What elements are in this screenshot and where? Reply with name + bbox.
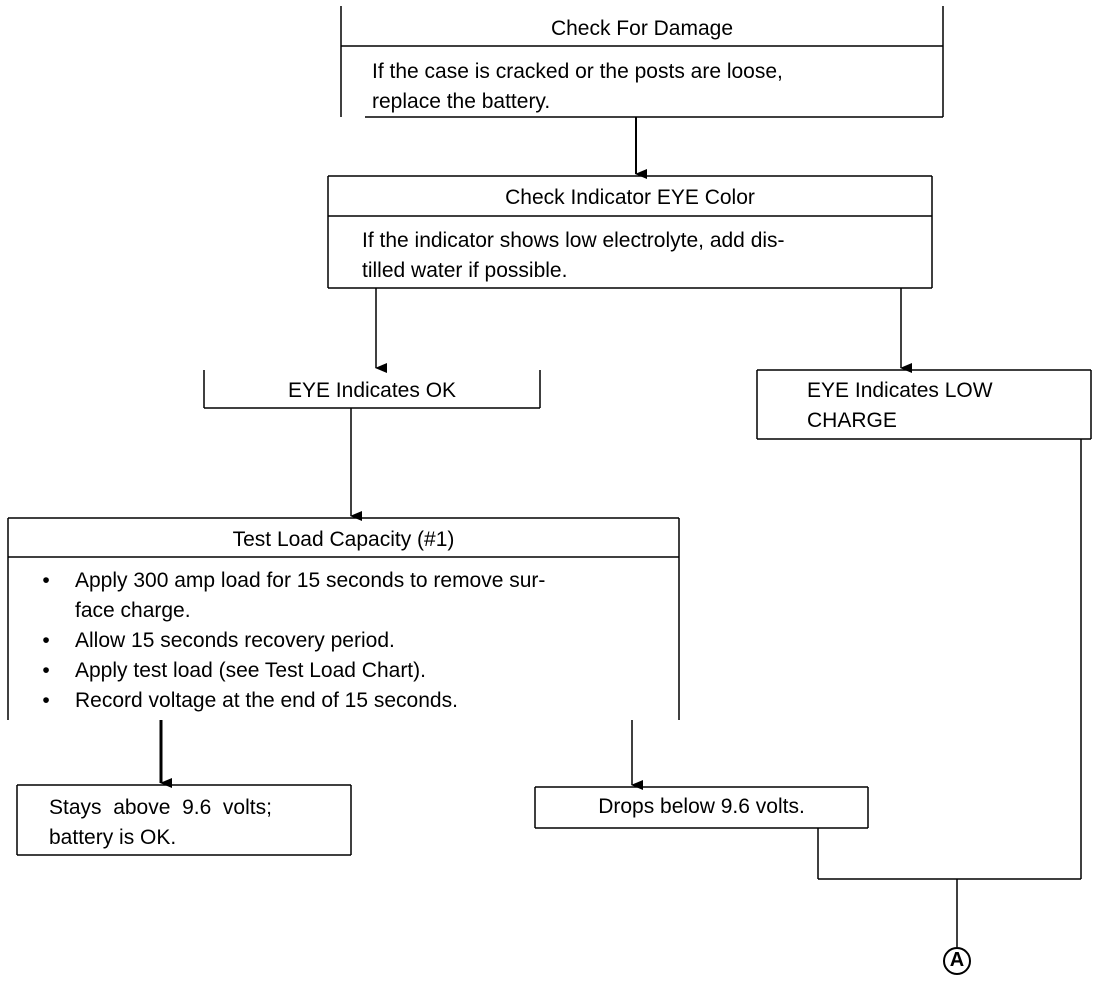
- test-load-step-1-text: Apply 300 amp load for 15 seconds to rem…: [75, 569, 546, 592]
- drops-below-label: Drops below 9.6 volts.: [598, 795, 805, 818]
- test-load-step-3-text: Apply test load (see Test Load Chart).: [75, 659, 426, 682]
- eye-low-box-outline: [756, 369, 1092, 440]
- eye-low-label-line-2: CHARGE: [807, 409, 897, 432]
- check-damage-title: Check For Damage: [550, 17, 734, 40]
- eye-ok-box-outline: [203, 370, 541, 409]
- check-damage-box-outline: [340, 6, 944, 118]
- check-eye-title: Check Indicator EYE Color: [505, 186, 755, 209]
- check-damage-body-line-2: replace the battery.: [372, 90, 551, 113]
- check-eye-box-outline: [327, 175, 933, 289]
- test-load-step-2-text: Allow 15 seconds recovery period.: [75, 629, 395, 652]
- stays-above-label-line-1: Stays above 9.6 volts;: [49, 796, 272, 819]
- test-load-step-4-text: Record voltage at the end of 15 seconds.: [75, 689, 458, 712]
- eye-ok-label: EYE Indicates OK: [287, 379, 457, 402]
- drops-below-box-outline: [534, 786, 869, 829]
- check-eye-body-line-1: If the indicator shows low electrolyte, …: [362, 229, 785, 252]
- bullet-icon: •: [42, 569, 50, 592]
- test-load-step-1-text-continued: face charge.: [75, 599, 191, 622]
- test-load-box-outline: [7, 517, 680, 720]
- stays-above-box-outline: [16, 784, 352, 856]
- bullet-icon: •: [42, 629, 50, 652]
- connector-a-icon: A: [943, 947, 971, 975]
- stays-above-label-line-2: battery is OK.: [49, 826, 177, 849]
- check-damage-body-line-1: If the case is cracked or the posts are …: [372, 60, 783, 83]
- merge-lines: [817, 439, 1082, 947]
- bullet-icon: •: [42, 689, 50, 712]
- bullet-icon: •: [42, 659, 50, 682]
- eye-low-label-line-1: EYE Indicates LOW: [807, 379, 993, 402]
- check-eye-body-line-2: tilled water if possible.: [362, 259, 568, 282]
- test-load-title: Test Load Capacity (#1): [232, 528, 455, 551]
